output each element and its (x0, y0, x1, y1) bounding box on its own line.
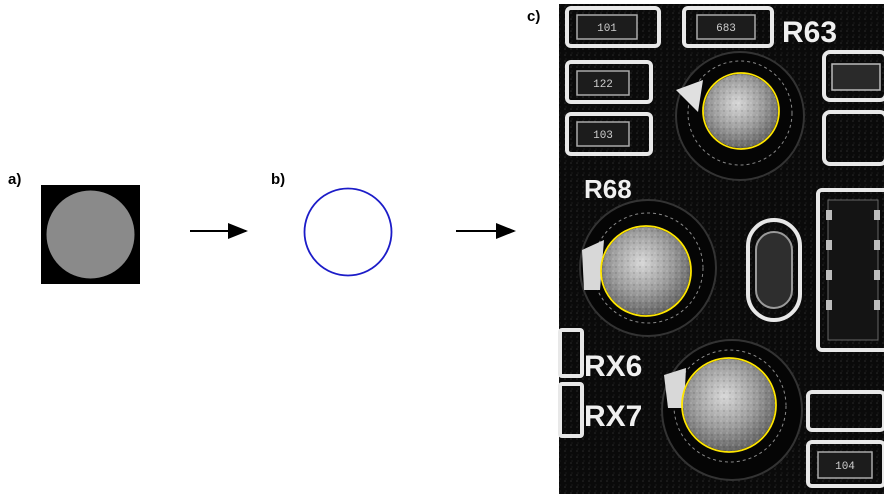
template-disc (46, 190, 135, 279)
panel-c-label: c) (527, 8, 541, 25)
panel-a-label: a) (8, 171, 22, 188)
label-rx6: RX6 (584, 350, 642, 383)
resistor-code: 103 (593, 130, 613, 142)
ic-chip (826, 199, 880, 341)
resistor-code: 683 (716, 23, 736, 35)
edge-circle (303, 187, 393, 277)
capacitor-1 (675, 51, 805, 181)
resistor-code: 101 (597, 23, 617, 35)
pcb-photo: 101 683 122 103 104 R63 R68 RX6 RX7 (558, 4, 884, 494)
capacitor-2 (579, 199, 717, 337)
resistor-code: 104 (835, 461, 855, 473)
detection-circle (702, 72, 780, 150)
capacitor-3 (661, 339, 803, 481)
resistor-code: 122 (593, 79, 613, 91)
silkscreen-outlines (558, 6, 884, 488)
panel-b-label: b) (271, 171, 286, 188)
template-image (41, 185, 140, 284)
detection-circle (600, 225, 692, 317)
label-rx7: RX7 (584, 400, 642, 433)
label-r68: R68 (584, 174, 632, 204)
detection-circle (681, 357, 777, 453)
oval-pad (755, 231, 793, 309)
resistors (576, 14, 881, 479)
label-r63: R63 (782, 16, 837, 49)
